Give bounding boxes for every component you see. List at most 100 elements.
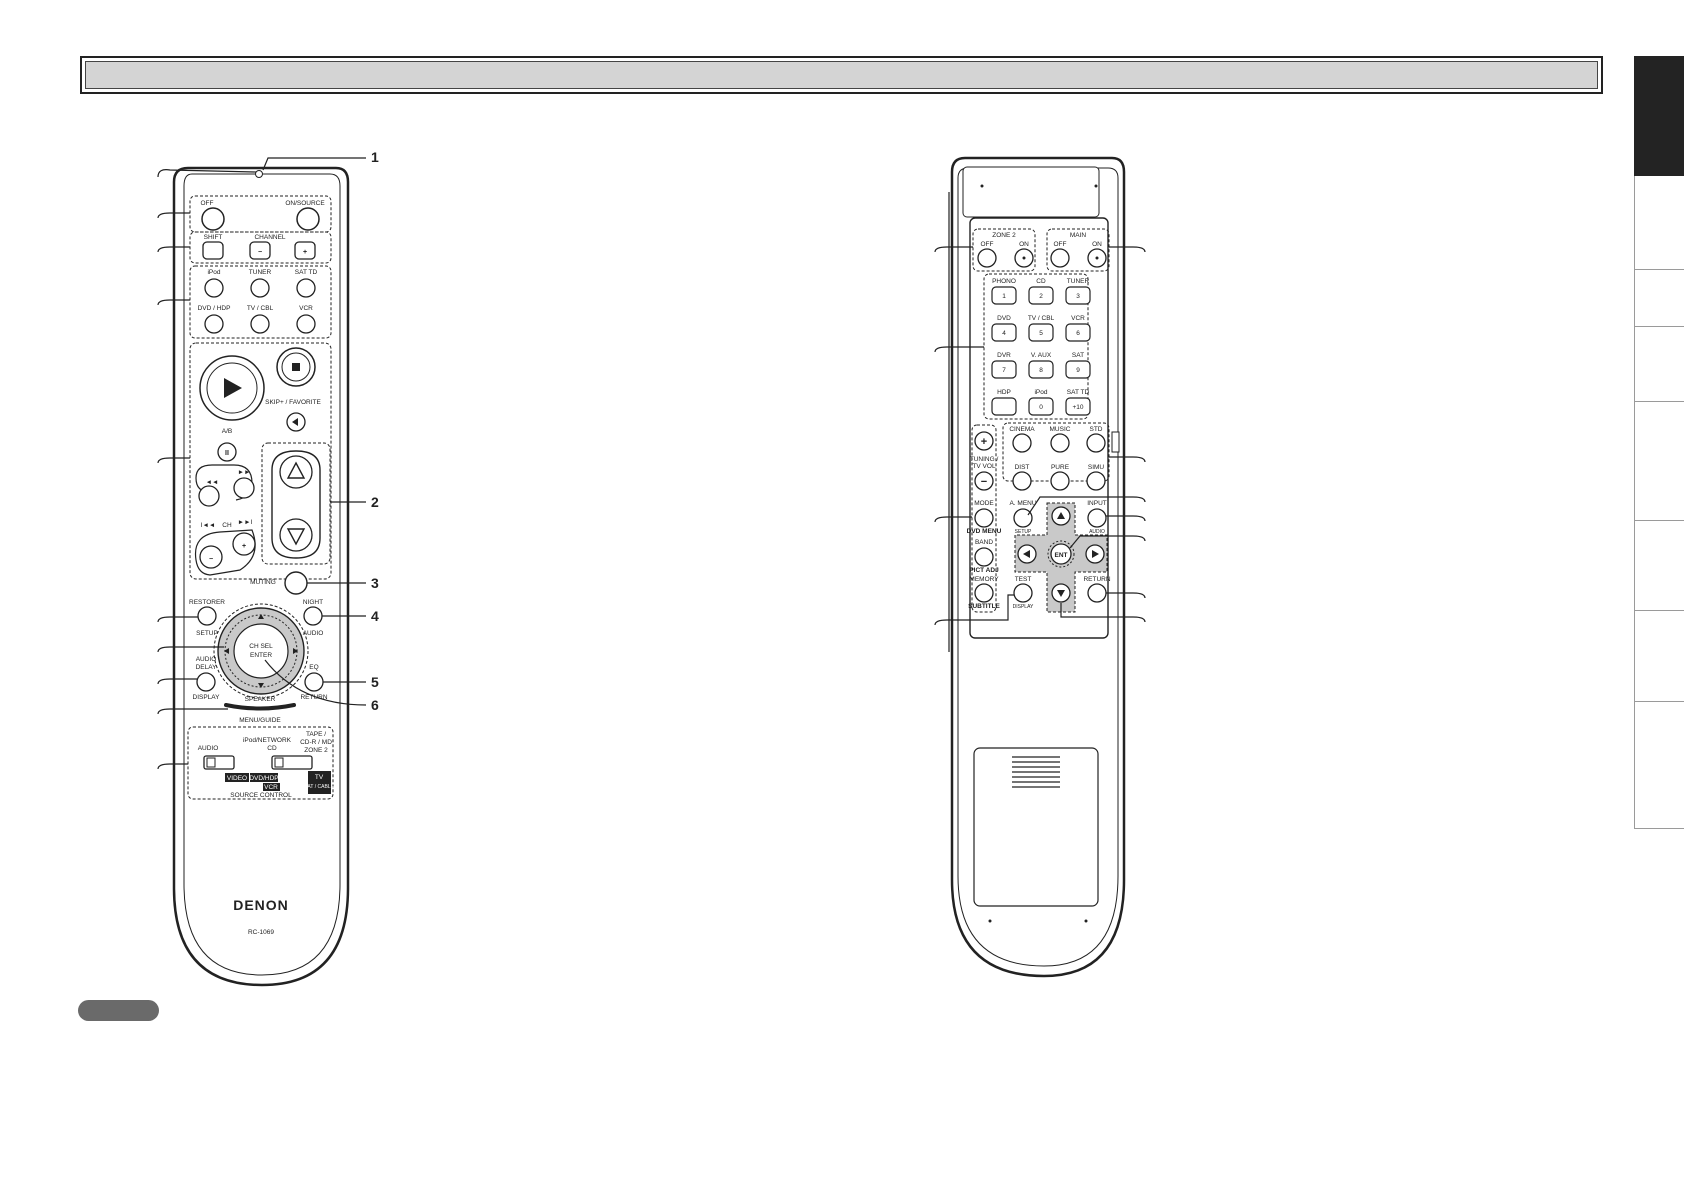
test-button[interactable] (1013, 583, 1033, 603)
key-0-glyph: 0 (1039, 404, 1043, 411)
source-dvd-label: DVD / HDP (198, 305, 231, 312)
battery-cover (973, 747, 1099, 907)
callout-5: 5 (371, 674, 379, 690)
on-source-button[interactable] (296, 207, 320, 231)
rewind-button[interactable] (198, 485, 220, 507)
band-button[interactable] (974, 547, 994, 567)
night-label: NIGHT (303, 599, 323, 606)
cursor-down-icon (258, 683, 264, 688)
audio-delay-label-line2: DELAY (196, 664, 217, 671)
input-label: INPUT (1087, 500, 1107, 507)
tuning-down-button[interactable] (974, 471, 994, 491)
brand-logo: DENON (233, 897, 289, 913)
key-4-button[interactable] (991, 323, 1017, 342)
source-tuner-button[interactable] (250, 278, 270, 298)
key-dvd-label: DVD (997, 315, 1011, 322)
side-switch[interactable] (1111, 431, 1120, 453)
pict-adj-label: PICT ADJ (969, 567, 999, 574)
shift-button[interactable] (202, 241, 224, 260)
ch-plus-glyph: + (242, 543, 246, 550)
key-1-button[interactable] (991, 286, 1017, 305)
off-button[interactable] (201, 207, 225, 231)
key-phono-label: PHONO (992, 278, 1016, 285)
tuning-up-button[interactable] (974, 431, 994, 451)
side-tab-7[interactable] (1634, 611, 1684, 702)
fast-forward-button[interactable] (233, 477, 255, 499)
zone2-label: ZONE 2 (992, 232, 1016, 239)
callout-1: 1 (371, 149, 379, 165)
cinema-button[interactable] (1012, 433, 1032, 453)
music-button[interactable] (1050, 433, 1070, 453)
menu-guide-label: MENU/GUIDE (239, 717, 281, 724)
sc-dvd-hdp-label: DVD/HDP (249, 775, 278, 782)
side-tab-1[interactable] (1634, 56, 1684, 176)
dvd-menu-label: DVD MENU (967, 528, 1002, 535)
ent-label: ENT (1055, 552, 1068, 559)
audio-delay-button[interactable] (196, 672, 216, 692)
side-tab-8[interactable] (1634, 702, 1684, 829)
key-8-glyph: 8 (1039, 367, 1043, 374)
a-menu-button[interactable] (1013, 508, 1033, 528)
restorer-button[interactable] (197, 606, 217, 626)
source-vcr-button[interactable] (296, 314, 316, 334)
key-3-button[interactable] (1065, 286, 1091, 305)
side-tab-6[interactable] (1634, 521, 1684, 611)
cursor-up-icon (258, 614, 264, 619)
skip-forward-icon: ►►I (238, 519, 253, 526)
source-tvcbl-button[interactable] (250, 314, 270, 334)
pure-button[interactable] (1050, 471, 1070, 491)
ch-minus-button[interactable] (199, 545, 223, 569)
speaker-menu-button[interactable] (224, 703, 296, 711)
channel-minus-button[interactable] (249, 241, 271, 260)
std-label: STD (1090, 426, 1103, 433)
ch-plus-button[interactable] (232, 532, 256, 556)
source-sattd-button[interactable] (296, 278, 316, 298)
skip-back-icon: I◄◄ (201, 522, 216, 529)
volume-down-button[interactable] (279, 518, 313, 552)
main-off-button[interactable] (1050, 248, 1070, 268)
mode-button[interactable] (974, 508, 994, 528)
side-tab-4[interactable] (1634, 327, 1684, 402)
memory-button[interactable] (974, 583, 994, 603)
key-0-button[interactable] (1028, 397, 1054, 416)
source-control-box (187, 726, 334, 800)
std-button[interactable] (1086, 433, 1106, 453)
pause-button[interactable] (217, 442, 237, 462)
channel-plus-button[interactable] (294, 241, 316, 260)
key-2-glyph: 2 (1039, 293, 1043, 300)
memory-label: MEMORY (969, 576, 999, 583)
key-7-button[interactable] (991, 360, 1017, 379)
source-dvd-button[interactable] (204, 314, 224, 334)
volume-up-button[interactable] (279, 455, 313, 489)
side-tab-5[interactable] (1634, 402, 1684, 521)
input-button[interactable] (1087, 508, 1107, 528)
zone2-off-button[interactable] (977, 248, 997, 268)
volume-down-icon (286, 528, 306, 546)
key-8-button[interactable] (1028, 360, 1054, 379)
side-tab-3[interactable] (1634, 270, 1684, 327)
source-ipod-button[interactable] (204, 278, 224, 298)
key-6-button[interactable] (1065, 323, 1091, 342)
ent-button[interactable] (1050, 543, 1072, 565)
simu-button[interactable] (1086, 471, 1106, 491)
back-return-button[interactable] (1087, 583, 1107, 603)
callout-4: 4 (371, 608, 379, 624)
key-plus10-button[interactable] (1065, 397, 1091, 416)
play-icon (224, 378, 242, 398)
tuning-group-box (971, 424, 997, 613)
cursor-ring-dashed (213, 603, 309, 699)
test-display-label: DISPLAY (1013, 604, 1034, 610)
dist-button[interactable] (1012, 471, 1032, 491)
key-2-button[interactable] (1028, 286, 1054, 305)
side-tab-2[interactable] (1634, 176, 1684, 270)
ch-sel-enter-button[interactable] (233, 623, 289, 679)
simu-label: SIMU (1088, 464, 1105, 471)
key-dvr-label: DVR (997, 352, 1011, 359)
key-hdp-button[interactable] (991, 397, 1017, 416)
key-sattd-label: SAT TD (1067, 389, 1090, 396)
sc-video-label: VIDEO (227, 775, 247, 782)
key-6-glyph: 6 (1076, 330, 1080, 337)
key-5-button[interactable] (1028, 323, 1054, 342)
key-9-button[interactable] (1065, 360, 1091, 379)
channel-plus-glyph: + (303, 249, 307, 256)
